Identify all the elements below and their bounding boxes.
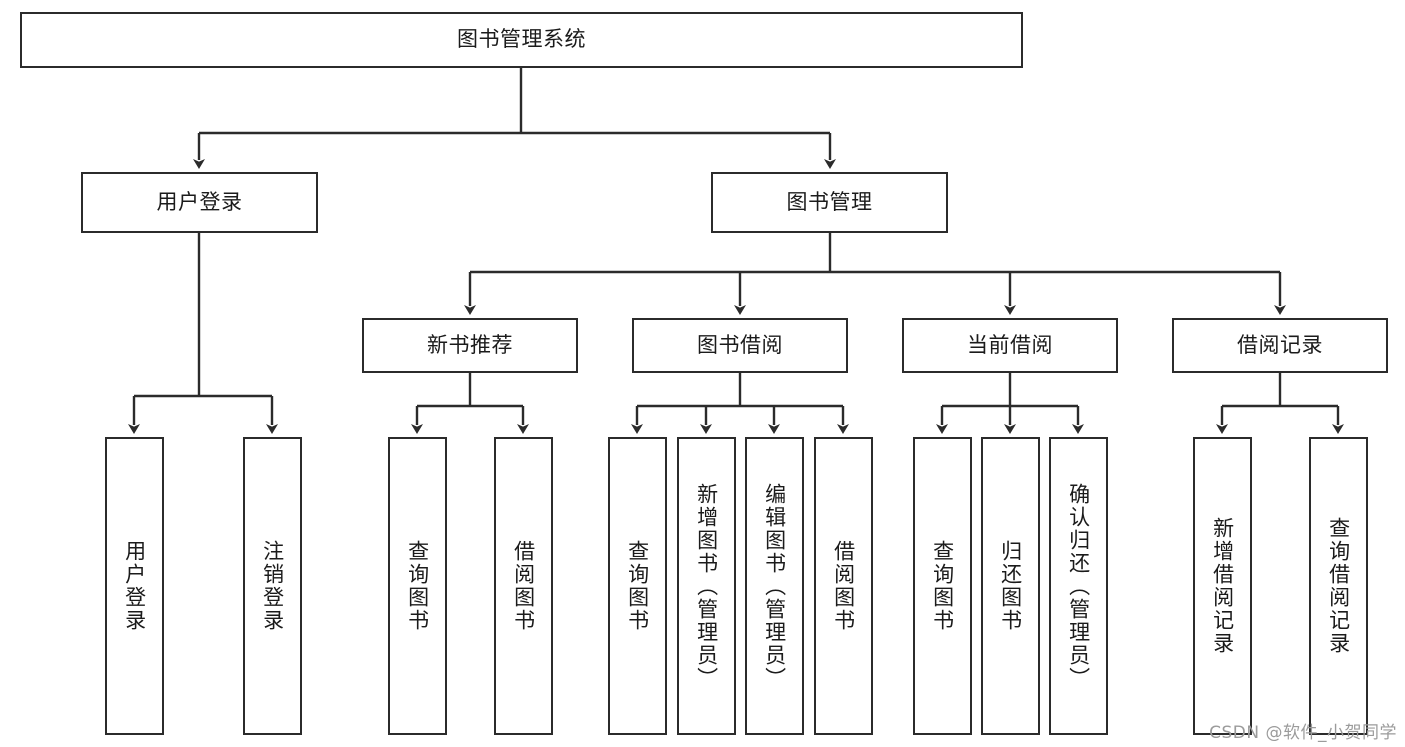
node-book-manage[interactable]: 图书管理	[711, 172, 948, 233]
leaf-query-book-3-label: 查询图书	[930, 540, 955, 632]
leaf-add-book-label: 新增图书（管理员）	[694, 482, 719, 690]
node-borrow-record[interactable]: 借阅记录	[1172, 318, 1388, 373]
leaf-add-record[interactable]: 新增借阅记录	[1193, 437, 1252, 735]
leaf-return-book-label: 归还图书	[998, 540, 1023, 632]
leaf-query-book-2-label: 查询图书	[625, 540, 650, 632]
node-new-book-rec[interactable]: 新书推荐	[362, 318, 578, 373]
leaf-query-record[interactable]: 查询借阅记录	[1309, 437, 1368, 735]
node-user-login-label: 用户登录	[156, 189, 243, 214]
node-book-borrow-label: 图书借阅	[697, 332, 783, 357]
node-root-label: 图书管理系统	[457, 27, 586, 52]
leaf-query-book-3[interactable]: 查询图书	[913, 437, 972, 735]
node-book-manage-label: 图书管理	[786, 189, 873, 214]
leaf-query-book-1-label: 查询图书	[405, 540, 430, 632]
node-book-borrow[interactable]: 图书借阅	[632, 318, 848, 373]
csdn-watermark: CSDN @软件_小贺同学	[1209, 723, 1397, 743]
leaf-query-book-1[interactable]: 查询图书	[388, 437, 447, 735]
leaf-confirm-return-label: 确认归还（管理员）	[1066, 482, 1091, 690]
leaf-confirm-return[interactable]: 确认归还（管理员）	[1049, 437, 1108, 735]
leaf-add-record-label: 新增借阅记录	[1210, 517, 1235, 655]
leaf-user-login-label: 用户登录	[122, 540, 147, 632]
leaf-return-book[interactable]: 归还图书	[981, 437, 1040, 735]
leaf-user-logout[interactable]: 注销登录	[243, 437, 302, 735]
leaf-borrow-book-2[interactable]: 借阅图书	[814, 437, 873, 735]
leaf-query-book-2[interactable]: 查询图书	[608, 437, 667, 735]
node-current-borrow-label: 当前借阅	[967, 332, 1053, 357]
leaf-add-book[interactable]: 新增图书（管理员）	[677, 437, 736, 735]
node-borrow-record-label: 借阅记录	[1237, 332, 1323, 357]
node-user-login[interactable]: 用户登录	[81, 172, 318, 233]
leaf-query-record-label: 查询借阅记录	[1326, 517, 1351, 655]
node-new-book-rec-label: 新书推荐	[427, 332, 513, 357]
leaf-user-login[interactable]: 用户登录	[105, 437, 164, 735]
leaf-borrow-book-2-label: 借阅图书	[831, 540, 856, 632]
node-current-borrow[interactable]: 当前借阅	[902, 318, 1118, 373]
leaf-borrow-book-1-label: 借阅图书	[511, 540, 536, 632]
leaf-edit-book[interactable]: 编辑图书（管理员）	[745, 437, 804, 735]
node-root[interactable]: 图书管理系统	[20, 12, 1023, 68]
leaf-user-logout-label: 注销登录	[260, 540, 285, 632]
leaf-edit-book-label: 编辑图书（管理员）	[762, 482, 787, 690]
leaf-borrow-book-1[interactable]: 借阅图书	[494, 437, 553, 735]
